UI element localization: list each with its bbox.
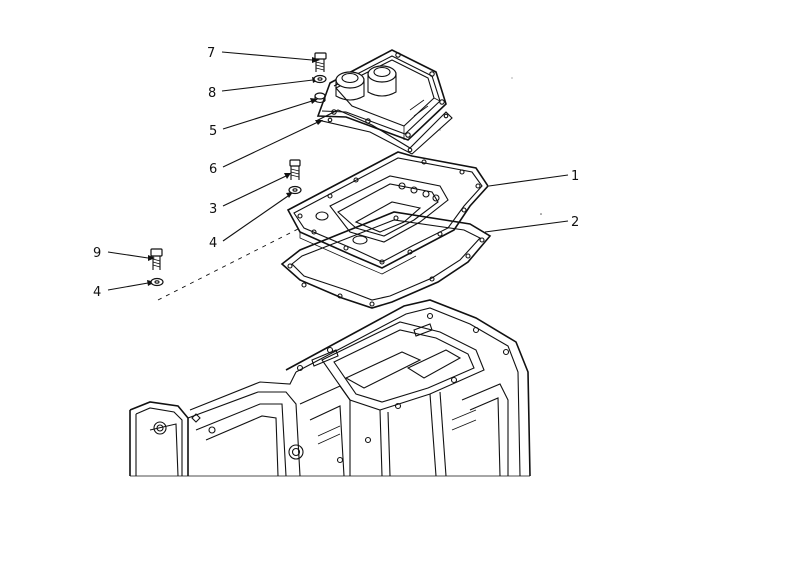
callout-4-lower: 4: [93, 280, 155, 300]
leader-arrow-3: [284, 173, 291, 179]
leader-line-5: [222, 100, 313, 130]
callout-2: 2: [484, 215, 579, 233]
callout-label-8: 8: [208, 86, 216, 101]
part-1-shift-housing: [286, 151, 490, 275]
callout-4-upper: 4: [209, 192, 293, 251]
callout-label-4-lower: 4: [93, 285, 101, 300]
part-5-top-cover: [316, 49, 447, 141]
leader-arrow-4-upper: [286, 192, 293, 198]
leader-line-4-lower: [107, 282, 149, 291]
callout-label-4-upper: 4: [209, 236, 217, 251]
leader-line-3: [222, 175, 287, 207]
callout-1: 1: [488, 169, 579, 187]
leader-line-4-upper: [222, 195, 289, 242]
scan-specks: [439, 77, 542, 215]
leader-line-1: [488, 174, 569, 187]
leader-line-7: [221, 51, 313, 61]
part-4-washer-lower: [150, 277, 164, 287]
callout-3: 3: [209, 173, 291, 217]
part-4-washer-upper: [288, 185, 302, 195]
callout-7: 7: [207, 46, 320, 63]
leader-line-9: [107, 251, 149, 259]
callout-9: 9: [93, 246, 155, 261]
callout-8: 8: [208, 77, 320, 101]
callout-label-1: 1: [571, 169, 579, 184]
part-6-cover-gasket: [316, 109, 453, 155]
callout-label-9: 9: [93, 246, 101, 261]
part-2-gasket: [280, 211, 492, 309]
callout-label-7: 7: [207, 46, 215, 61]
leader-arrow-5: [310, 98, 318, 104]
callout-label-5: 5: [209, 124, 217, 139]
callout-label-3: 3: [209, 202, 217, 217]
part-8-washer: [313, 74, 327, 84]
callout-label-6: 6: [209, 162, 217, 177]
transmission-case: [129, 299, 531, 477]
leader-line-8: [221, 79, 314, 92]
callout-label-2: 2: [571, 215, 579, 230]
leader-arrow-9: [148, 255, 155, 261]
part-3-bolt: [289, 159, 301, 180]
assembly-center-line: [157, 227, 301, 301]
leader-line-6: [222, 121, 319, 168]
leader-line-2: [484, 220, 569, 233]
callout-5: 5: [209, 98, 318, 139]
part-9-bolt: [150, 248, 163, 270]
part-7-bolt: [314, 52, 327, 72]
